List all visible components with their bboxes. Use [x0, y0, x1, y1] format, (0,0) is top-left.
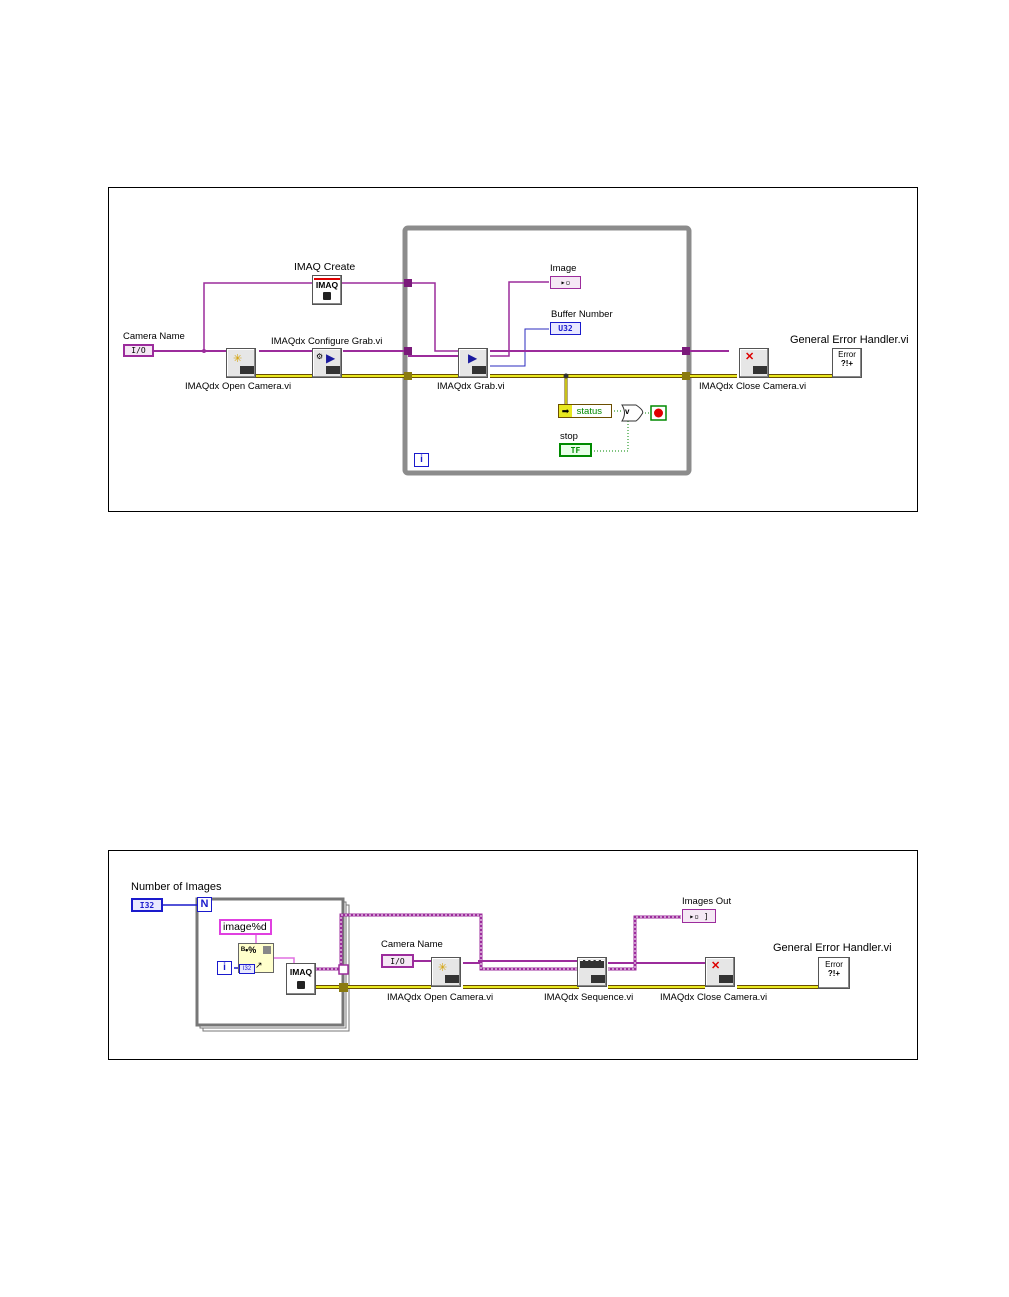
error-handler-label-2: General Error Handler.vi: [773, 942, 892, 954]
error-tunnel-2: [339, 983, 348, 992]
camera-icon: [445, 975, 459, 983]
image-icon: ▸▫: [560, 278, 571, 287]
number-of-images-label: Number of Images: [131, 881, 222, 893]
open-camera-label-2: IMAQdx Open Camera.vi: [387, 992, 494, 1003]
open-camera-node[interactable]: ✳: [226, 348, 256, 378]
sequence-diagram-wires: [150, 897, 819, 1032]
image-label: Image: [550, 263, 577, 274]
images-out-label: Images Out: [682, 896, 732, 907]
play-icon: ▶: [468, 351, 478, 365]
images-out-indicator: ▸▫ ]: [682, 909, 716, 923]
close-camera-label-2: IMAQdx Close Camera.vi: [660, 992, 768, 1003]
images-out-wire: [608, 915, 681, 971]
index-type: I32: [239, 964, 255, 974]
unbundle-status-node[interactable]: ➡ status: [558, 404, 612, 418]
session-tunnel: [404, 347, 412, 355]
image-array-icon: ▸▫ ]: [689, 911, 709, 921]
stop-label: stop: [560, 431, 578, 442]
grab-diagram-wires: [153, 225, 832, 476]
camera-icon: [240, 366, 254, 374]
format-string-constant[interactable]: image%d: [219, 919, 272, 935]
close-icon: ✕: [711, 960, 721, 972]
imaq-create-node[interactable]: IMAQ: [312, 275, 342, 305]
grab-diagram-panel: Camera Name I/O IMAQ Create IMAQ ✳ IMAQd…: [108, 187, 918, 512]
film-strip-icon: [580, 960, 604, 968]
configure-grab-label: IMAQdx Configure Grab.vi: [271, 336, 383, 347]
or-symbol: v: [625, 407, 630, 416]
image-indicator: ▸▫: [550, 276, 581, 289]
array-tunnel: [338, 964, 349, 975]
arrow-icon: ➡: [559, 405, 572, 417]
imaq-create-node-2[interactable]: IMAQ: [286, 963, 316, 995]
camera-name-control[interactable]: I/O: [123, 344, 154, 357]
or-gate: [621, 404, 644, 422]
sequence-diagram-panel: Number of Images I32 N image%d ᴮ•% ↗ i I…: [108, 850, 918, 1060]
sequence-node[interactable]: [577, 957, 607, 987]
configure-grab-node[interactable]: ⚙ ▶: [312, 348, 342, 378]
new-star-icon: ✳: [233, 353, 243, 365]
stop-control[interactable]: TF: [559, 443, 592, 457]
speech-bubble-icon: Error ?!+: [825, 960, 843, 978]
camera-name-label-2: Camera Name: [381, 939, 443, 950]
error-handler-label: General Error Handler.vi: [790, 334, 909, 346]
open-camera-node-2[interactable]: ✳: [431, 957, 461, 987]
sequence-label: IMAQdx Sequence.vi: [544, 992, 634, 1003]
buffer-wire: [490, 328, 549, 367]
image-ref-wire: [203, 282, 459, 352]
buffer-number-label: Buffer Number: [551, 309, 613, 320]
close-camera-node-2[interactable]: ✕: [705, 957, 735, 987]
camera-name-label: Camera Name: [123, 331, 185, 342]
camera-name-control-2[interactable]: I/O: [381, 954, 414, 968]
error-handler-node-2[interactable]: Error ?!+: [818, 957, 850, 989]
settings-icon: ⚙: [316, 352, 324, 361]
new-star-icon: ✳: [438, 962, 448, 974]
iteration-terminal: i: [414, 453, 429, 467]
grab-label: IMAQdx Grab.vi: [437, 381, 505, 392]
close-camera-label: IMAQdx Close Camera.vi: [699, 381, 807, 392]
loop-count-terminal: N: [197, 897, 212, 912]
iteration-terminal-2: i: [217, 961, 232, 975]
number-of-images-control[interactable]: I32: [131, 898, 163, 912]
open-camera-label: IMAQdx Open Camera.vi: [185, 381, 292, 392]
format-into-string-node[interactable]: ᴮ•% ↗: [238, 943, 274, 973]
close-camera-node[interactable]: ✕: [739, 348, 769, 378]
buffer-number-indicator: U32: [550, 322, 581, 335]
error-tunnel: [404, 372, 412, 380]
speech-bubble-icon: Error ?!+: [838, 350, 856, 368]
percent-icon: ᴮ•%: [241, 945, 257, 955]
imaq-create-label: IMAQ Create: [294, 261, 356, 273]
grab-node[interactable]: ▶: [458, 348, 488, 378]
play-icon: ▶: [326, 351, 336, 365]
close-icon: ✕: [745, 351, 755, 363]
error-handler-node[interactable]: Error ?!+: [832, 348, 862, 378]
image-out-wire: [490, 281, 549, 357]
image-tunnel: [404, 279, 412, 287]
